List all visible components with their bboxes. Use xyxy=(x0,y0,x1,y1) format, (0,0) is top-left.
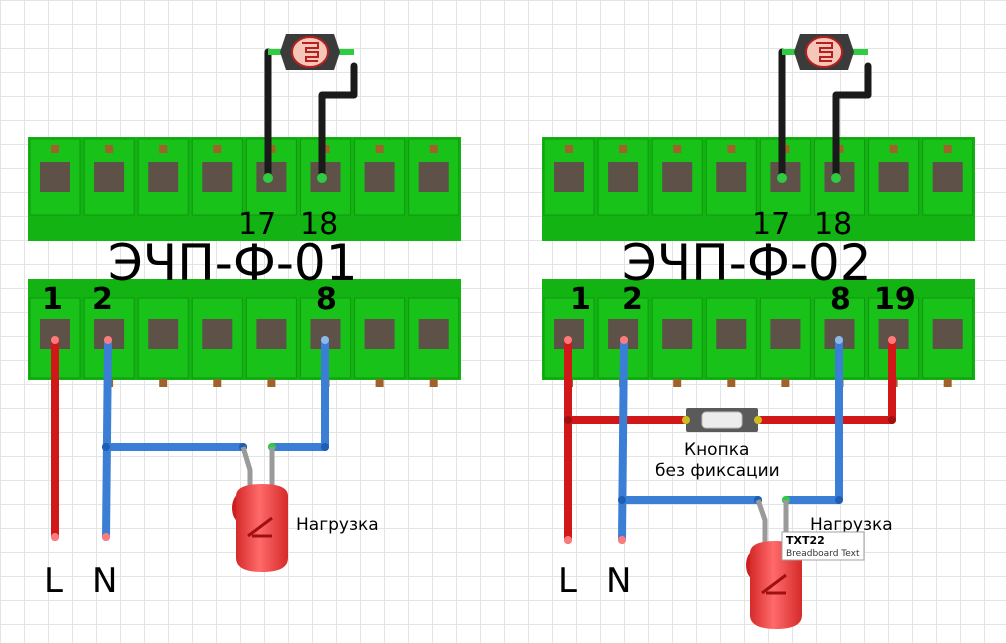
left-N-label: N xyxy=(92,561,117,601)
left-top-slot-2[interactable] xyxy=(83,138,135,216)
right-pin-8-label: 8 xyxy=(830,282,851,317)
right-pin-1-label: 1 xyxy=(570,282,591,317)
right-top-slot-7[interactable] xyxy=(868,138,920,216)
left-top-terminal-block[interactable] xyxy=(28,137,461,241)
left-pin-2-label: 2 xyxy=(92,282,113,317)
right-bottom-slot-4[interactable] xyxy=(705,297,757,387)
right-N-label: N xyxy=(606,561,631,601)
right-top-slot-2[interactable] xyxy=(597,138,649,216)
left-top-slot-8[interactable] xyxy=(408,138,460,216)
left-bottom-slot-8[interactable] xyxy=(408,297,460,387)
left-pin-1-label: 1 xyxy=(42,282,63,317)
right-top-slot-4[interactable] xyxy=(705,138,757,216)
left-pin-17-label: 17 xyxy=(238,207,276,242)
tooltip-title: TXT22 xyxy=(786,534,825,547)
left-bottom-slot-4[interactable] xyxy=(191,297,243,387)
tooltip-subtitle: Breadboard Text xyxy=(786,549,860,559)
right-module-title: ЭЧП-Ф-02 xyxy=(622,234,872,292)
right-blue-wire-pin8[interactable] xyxy=(782,336,843,504)
right-blue-wire-neutral[interactable] xyxy=(618,336,762,544)
left-load-label: Нагрузка xyxy=(296,515,379,535)
left-top-slot-3[interactable] xyxy=(137,138,189,216)
left-circuit: 17 18 ЭЧП-Ф-01 1 2 8 xyxy=(28,34,461,601)
left-top-slot-7[interactable] xyxy=(354,138,406,216)
left-bottom-slot-3[interactable] xyxy=(137,297,189,387)
left-red-wire-line[interactable] xyxy=(51,336,59,541)
left-led-icon[interactable] xyxy=(232,484,288,572)
left-module-title: ЭЧП-Ф-01 xyxy=(108,234,358,292)
right-bottom-slot-5[interactable] xyxy=(759,297,811,387)
right-button-label-line2: без фиксации xyxy=(655,461,780,481)
right-red-wire-pin19[interactable] xyxy=(754,336,896,424)
right-led-icon[interactable] xyxy=(746,541,802,629)
right-top-terminal-block[interactable] xyxy=(542,137,975,241)
right-top-slot-1[interactable] xyxy=(543,138,595,216)
left-photoresistor-wires[interactable] xyxy=(263,48,358,183)
left-bottom-slot-5[interactable] xyxy=(245,297,297,387)
left-photoresistor-icon[interactable] xyxy=(268,34,354,70)
right-bottom-slot-3[interactable] xyxy=(651,297,703,387)
right-button-label-line1: Кнопка xyxy=(684,440,749,460)
right-bottom-terminal-block[interactable] xyxy=(542,279,975,387)
right-pin-18-label: 18 xyxy=(814,207,852,242)
right-bottom-slot-8[interactable] xyxy=(922,297,974,387)
left-pin-18-label: 18 xyxy=(300,207,338,242)
right-top-slot-3[interactable] xyxy=(651,138,703,216)
right-photoresistor-wires[interactable] xyxy=(777,48,872,183)
right-pin-19-label: 19 xyxy=(874,282,916,317)
left-bottom-terminal-block[interactable] xyxy=(28,279,461,387)
right-photoresistor-icon[interactable] xyxy=(782,34,868,70)
breadboard-text-tooltip: TXT22 Breadboard Text xyxy=(781,531,865,561)
right-pushbutton-icon[interactable] xyxy=(682,408,762,432)
right-circuit: 17 18 ЭЧП-Ф-02 1 2 8 19 Кнопка бе xyxy=(542,34,975,629)
left-pin-8-label: 8 xyxy=(316,282,337,317)
right-top-slot-8[interactable] xyxy=(922,138,974,216)
left-L-label: L xyxy=(44,561,63,601)
right-L-label: L xyxy=(558,561,577,601)
right-pin-17-label: 17 xyxy=(752,207,790,242)
right-load-label: Нагрузка xyxy=(810,515,893,535)
left-bottom-slot-7[interactable] xyxy=(354,297,406,387)
right-pin-2-label: 2 xyxy=(622,282,643,317)
left-top-slot-4[interactable] xyxy=(191,138,243,216)
left-top-slot-1[interactable] xyxy=(29,138,81,216)
